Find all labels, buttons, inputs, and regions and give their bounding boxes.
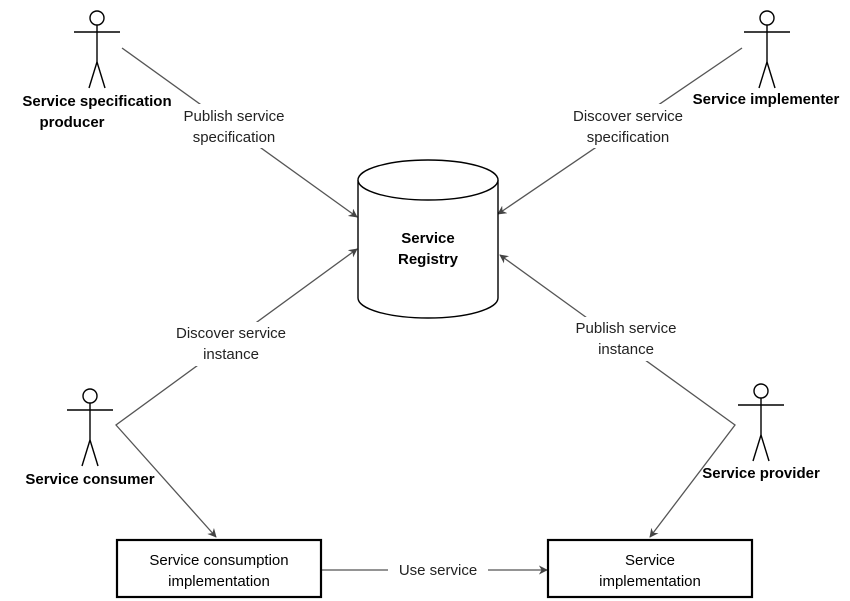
edge-label-publish-specification-line1: Publish service <box>184 108 285 125</box>
implementation-box-frame <box>546 538 754 599</box>
label-bg-use-service <box>388 559 488 581</box>
label-bg-publish-instance <box>562 317 690 361</box>
edge-label-use-service: Use service <box>399 562 477 579</box>
label-bg-discover-specification <box>560 104 695 148</box>
registry-cylinder-body <box>357 180 499 319</box>
service-registry-node: Service Registry <box>357 159 499 319</box>
label-bg-publish-specification <box>172 104 297 148</box>
stick-figure-icon <box>738 383 784 462</box>
consumption-label-line2: implementation <box>168 573 270 590</box>
edge-discover-instance <box>115 248 358 538</box>
stick-figure-icon <box>744 10 790 89</box>
implementation-label-line1: Service <box>625 552 675 569</box>
edge-line-publish-instance <box>499 254 736 538</box>
service-consumption-box: Service consumption implementation <box>115 538 323 599</box>
stick-figure-icon <box>67 388 113 467</box>
edge-publish-instance <box>499 254 736 538</box>
actor-service-specification-producer <box>74 10 120 89</box>
edge-label-discover-instance-line2: instance <box>203 346 259 363</box>
service-implementation-box: Service implementation <box>546 538 754 599</box>
actor-label-spec-producer-line1: Service specification <box>22 93 171 110</box>
edge-line-discover-instance <box>115 248 358 538</box>
label-bg-discover-instance <box>164 322 299 366</box>
actor-label-implementer: Service implementer <box>693 91 840 108</box>
edge-label-discover-specification-line2: specification <box>587 129 670 146</box>
registry-cylinder-top <box>357 159 499 201</box>
actor-label-provider: Service provider <box>702 465 820 482</box>
consumption-box-frame <box>115 538 323 599</box>
edge-label-discover-specification-line1: Discover service <box>573 108 683 125</box>
actor-service-consumer <box>67 388 113 467</box>
edge-label-discover-instance-line1: Discover service <box>176 325 286 342</box>
implementation-label-line2: implementation <box>599 573 701 590</box>
edge-label-publish-specification-line2: specification <box>193 129 276 146</box>
actor-service-provider <box>738 383 784 462</box>
registry-label-line1: Service <box>401 230 454 247</box>
stick-figure-icon <box>74 10 120 89</box>
edge-label-publish-instance-line1: Publish service <box>576 320 677 337</box>
actor-label-consumer: Service consumer <box>25 471 154 488</box>
registry-label-line2: Registry <box>398 251 459 268</box>
actor-service-implementer <box>744 10 790 89</box>
edge-label-publish-instance-line2: instance <box>598 341 654 358</box>
actor-label-spec-producer-line2: producer <box>39 114 104 131</box>
consumption-label-line1: Service consumption <box>149 552 288 569</box>
